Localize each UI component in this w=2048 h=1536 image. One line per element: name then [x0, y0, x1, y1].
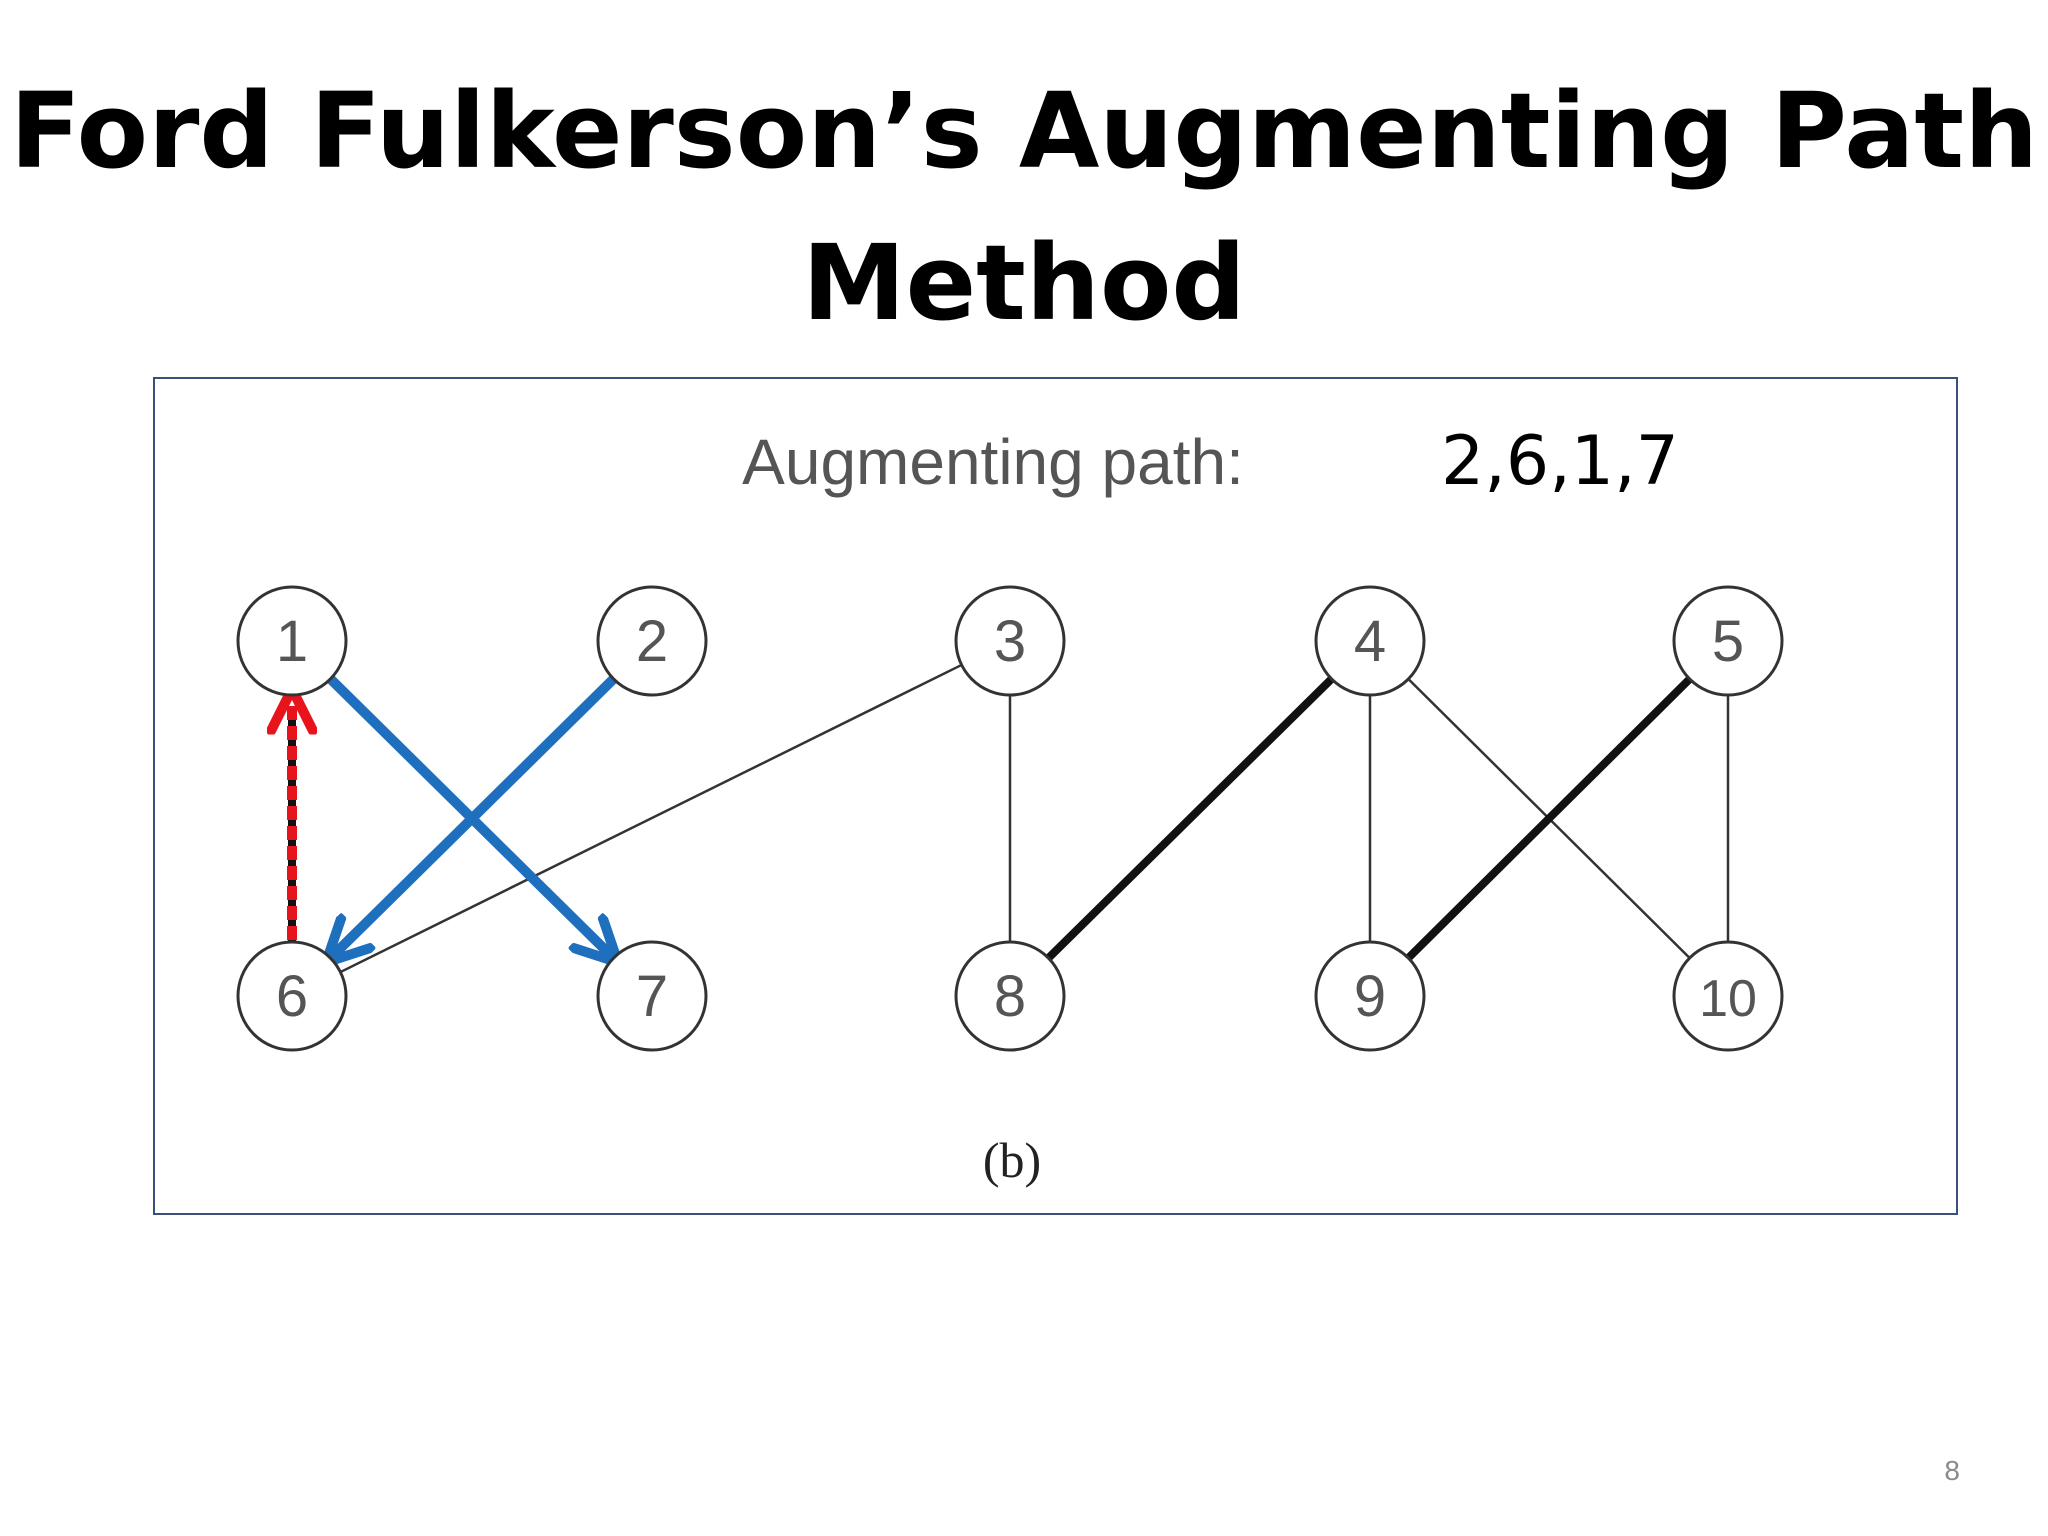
nodes-layer: 1 2 3 4 5 6 7 8 9 10 [236, 585, 1784, 1052]
node-1: 1 [236, 585, 348, 697]
node-circle [1672, 940, 1784, 1052]
node-6: 6 [236, 940, 348, 1052]
graph-figure: 1 2 3 4 5 6 7 8 9 10 Augmenting path: 2,6,1,7 (b) [153, 377, 1958, 1215]
node-label: 4 [1354, 609, 1386, 674]
node-circle [1314, 585, 1426, 697]
node-label: 2 [636, 609, 668, 674]
node-8: 8 [954, 940, 1066, 1052]
edges-layer [292, 663, 1730, 974]
node-label: 6 [276, 964, 308, 1029]
augmenting-path-label: Augmenting path: [742, 426, 1244, 498]
edge-3-6 [339, 663, 963, 974]
edge-5-9 [1402, 673, 1696, 964]
node-label: 5 [1712, 609, 1744, 674]
node-circle [236, 585, 348, 697]
node-circle [596, 585, 708, 697]
node-10: 10 [1672, 940, 1784, 1052]
node-label: 7 [636, 964, 668, 1029]
augmenting-path-value: 2,6,1,7 [1441, 422, 1679, 501]
node-circle [954, 940, 1066, 1052]
node-9: 9 [1314, 940, 1426, 1052]
page-number: 8 [1944, 1455, 1960, 1486]
node-label: 10 [1699, 970, 1757, 1028]
node-circle [1672, 585, 1784, 697]
edge-1-7 [321, 669, 615, 960]
node-3: 3 [954, 585, 1066, 697]
node-label: 8 [994, 964, 1026, 1029]
node-2: 2 [596, 585, 708, 697]
figure-caption: (b) [983, 1132, 1041, 1188]
node-label: 1 [276, 609, 308, 674]
slide-title: Ford Fulkerson’s Augmenting Path Method [0, 55, 2048, 359]
title-line-2: Method [802, 222, 1246, 344]
node-circle [236, 940, 348, 1052]
node-label: 9 [1354, 964, 1386, 1029]
node-circle [1314, 940, 1426, 1052]
node-4: 4 [1314, 585, 1426, 697]
bipartite-graph: 1 2 3 4 5 6 7 8 9 10 Augmenting path: 2,6,1,7 (b) [236, 422, 1784, 1188]
title-line-1: Ford Fulkerson’s Augmenting Path [9, 70, 2039, 192]
node-circle [954, 585, 1066, 697]
edge-4-8 [1042, 673, 1338, 964]
node-label: 3 [994, 609, 1026, 674]
node-5: 5 [1672, 585, 1784, 697]
node-7: 7 [596, 940, 708, 1052]
node-circle [596, 940, 708, 1052]
